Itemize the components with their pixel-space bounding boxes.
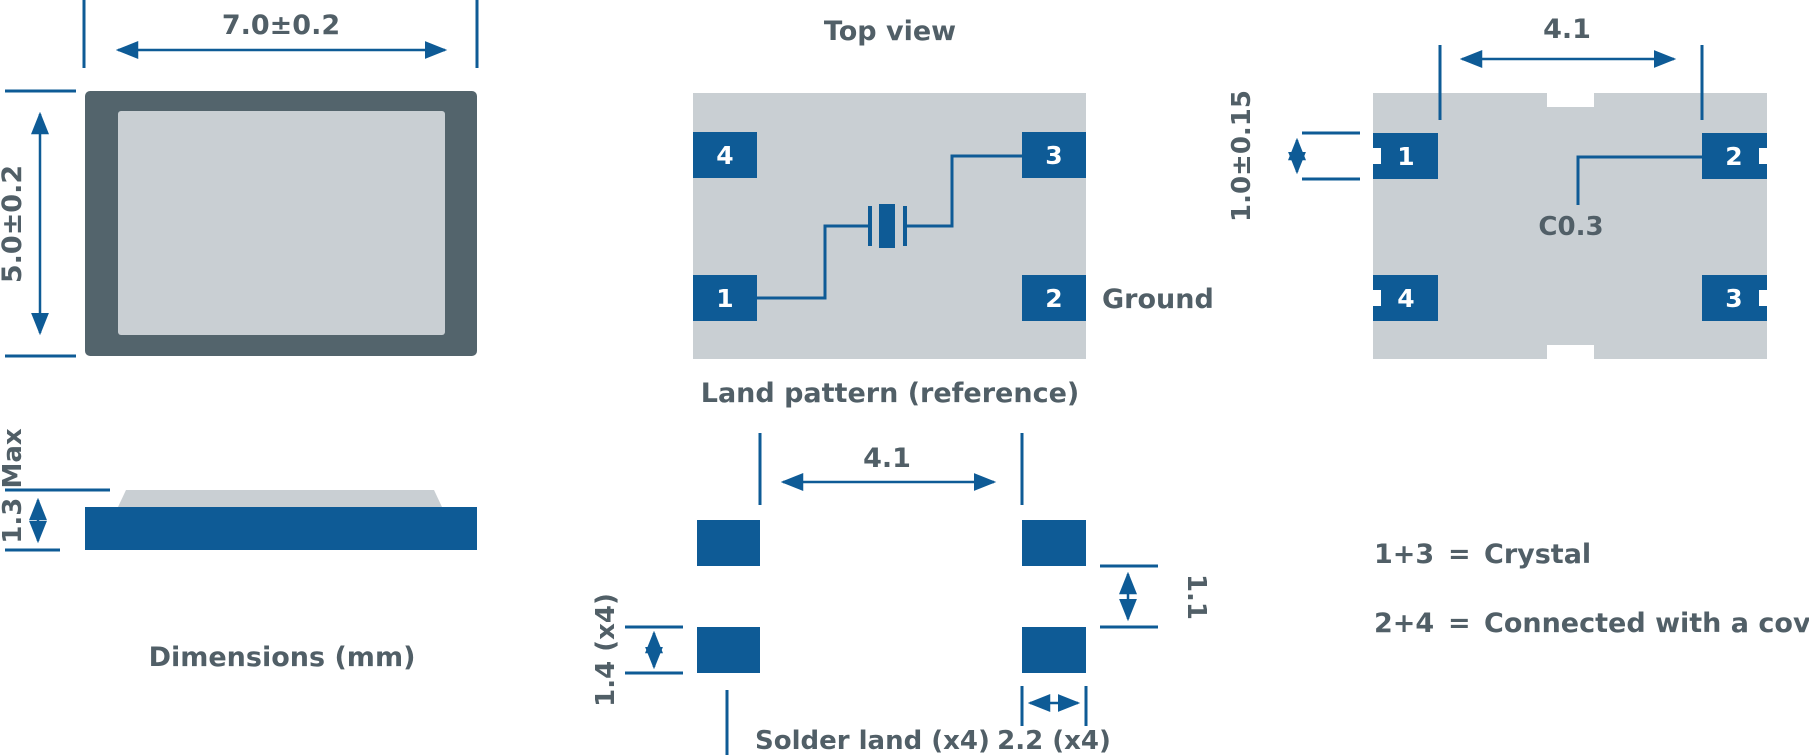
dimensions-view: 7.0±0.2 5.0±0.2 1.3 Max Dimensions (mm) [0, 0, 479, 673]
legend-pins-2: 2+4 [1374, 608, 1434, 639]
bottom-pin-label-4: 4 [1397, 284, 1414, 313]
width-label: 7.0±0.2 [222, 10, 340, 41]
height-label: 5.0±0.2 [0, 165, 28, 283]
top-notch [1547, 93, 1594, 107]
solder-land-bottom-right [1022, 627, 1086, 673]
chamfer-leader [1576, 155, 1702, 205]
ground-label: Ground [1102, 284, 1214, 315]
pad-4-chamfer-notch [1373, 290, 1381, 306]
gap-label: 1.1 [1181, 574, 1211, 620]
bottom-pin-label-2: 2 [1725, 142, 1742, 171]
connection-wire-1 [757, 224, 870, 300]
pad-1 [693, 275, 757, 321]
pin-legend: 1+3 = Crystal 2+4 = Connected with a cov… [1374, 539, 1809, 639]
side-profile-lid [118, 490, 442, 507]
land-pattern-title: Land pattern (reference) [701, 378, 1080, 409]
pad-height-label: 1.4 (x4) [591, 593, 621, 707]
legend-eq-2: = [1448, 608, 1471, 639]
bottom-view-body [1373, 93, 1767, 359]
legend-eq-1: = [1448, 539, 1471, 570]
top-view-title: Top view [824, 16, 956, 47]
crystal-symbol [868, 204, 907, 248]
bottom-notch [1547, 345, 1594, 359]
pad-1-chamfer-notch [1373, 148, 1381, 164]
solder-land-caption: Solder land (x4) [755, 726, 990, 755]
pad-width-label: 2.2 (x4) [997, 726, 1111, 755]
land-pitch-label: 4.1 [863, 443, 911, 474]
pad-2 [1022, 275, 1086, 321]
land-pattern: Land pattern (reference) 4.1 1.4 (x4) 1.… [591, 378, 1211, 755]
connection-wire-3 [905, 154, 1022, 228]
side-profile-base [85, 507, 477, 550]
chamfer-label: C0.3 [1538, 212, 1603, 242]
pin-label-3: 3 [1045, 141, 1062, 170]
legend-desc-2: Connected with a cover [1484, 608, 1809, 639]
pin-label-4: 4 [716, 141, 733, 170]
bottom-pad-height-label: 1.0±0.15 [1227, 90, 1257, 222]
pad-2-chamfer-notch [1759, 148, 1767, 164]
solder-land-top-left [697, 520, 760, 566]
solder-land-top-right [1022, 520, 1086, 566]
dimensions-caption: Dimensions (mm) [149, 642, 416, 673]
thickness-label: 1.3 Max [0, 428, 28, 544]
pad-3-chamfer-notch [1759, 290, 1767, 306]
bottom-pad-3 [1702, 275, 1767, 321]
bottom-pin-label-1: 1 [1397, 142, 1414, 171]
pad-4 [693, 132, 757, 178]
pad-3 [1022, 132, 1086, 178]
bottom-pin-label-3: 3 [1725, 284, 1742, 313]
bottom-pad-4 [1373, 275, 1438, 321]
pin-label-2: 2 [1045, 284, 1062, 313]
legend-desc-1: Crystal [1484, 539, 1591, 570]
bottom-pitch-label: 4.1 [1543, 14, 1591, 45]
bottom-pad-1 [1373, 133, 1438, 179]
pin-label-1: 1 [716, 284, 733, 313]
top-view: Top view 4 3 1 2 Ground [693, 16, 1214, 359]
legend-pins-1: 1+3 [1374, 539, 1434, 570]
package-lid [118, 111, 445, 335]
bottom-view: 1 2 4 3 4.1 1.0±0.15 C0.3 [1227, 14, 1767, 359]
solder-land-bottom-left [697, 627, 760, 673]
bottom-pad-2 [1702, 133, 1767, 179]
